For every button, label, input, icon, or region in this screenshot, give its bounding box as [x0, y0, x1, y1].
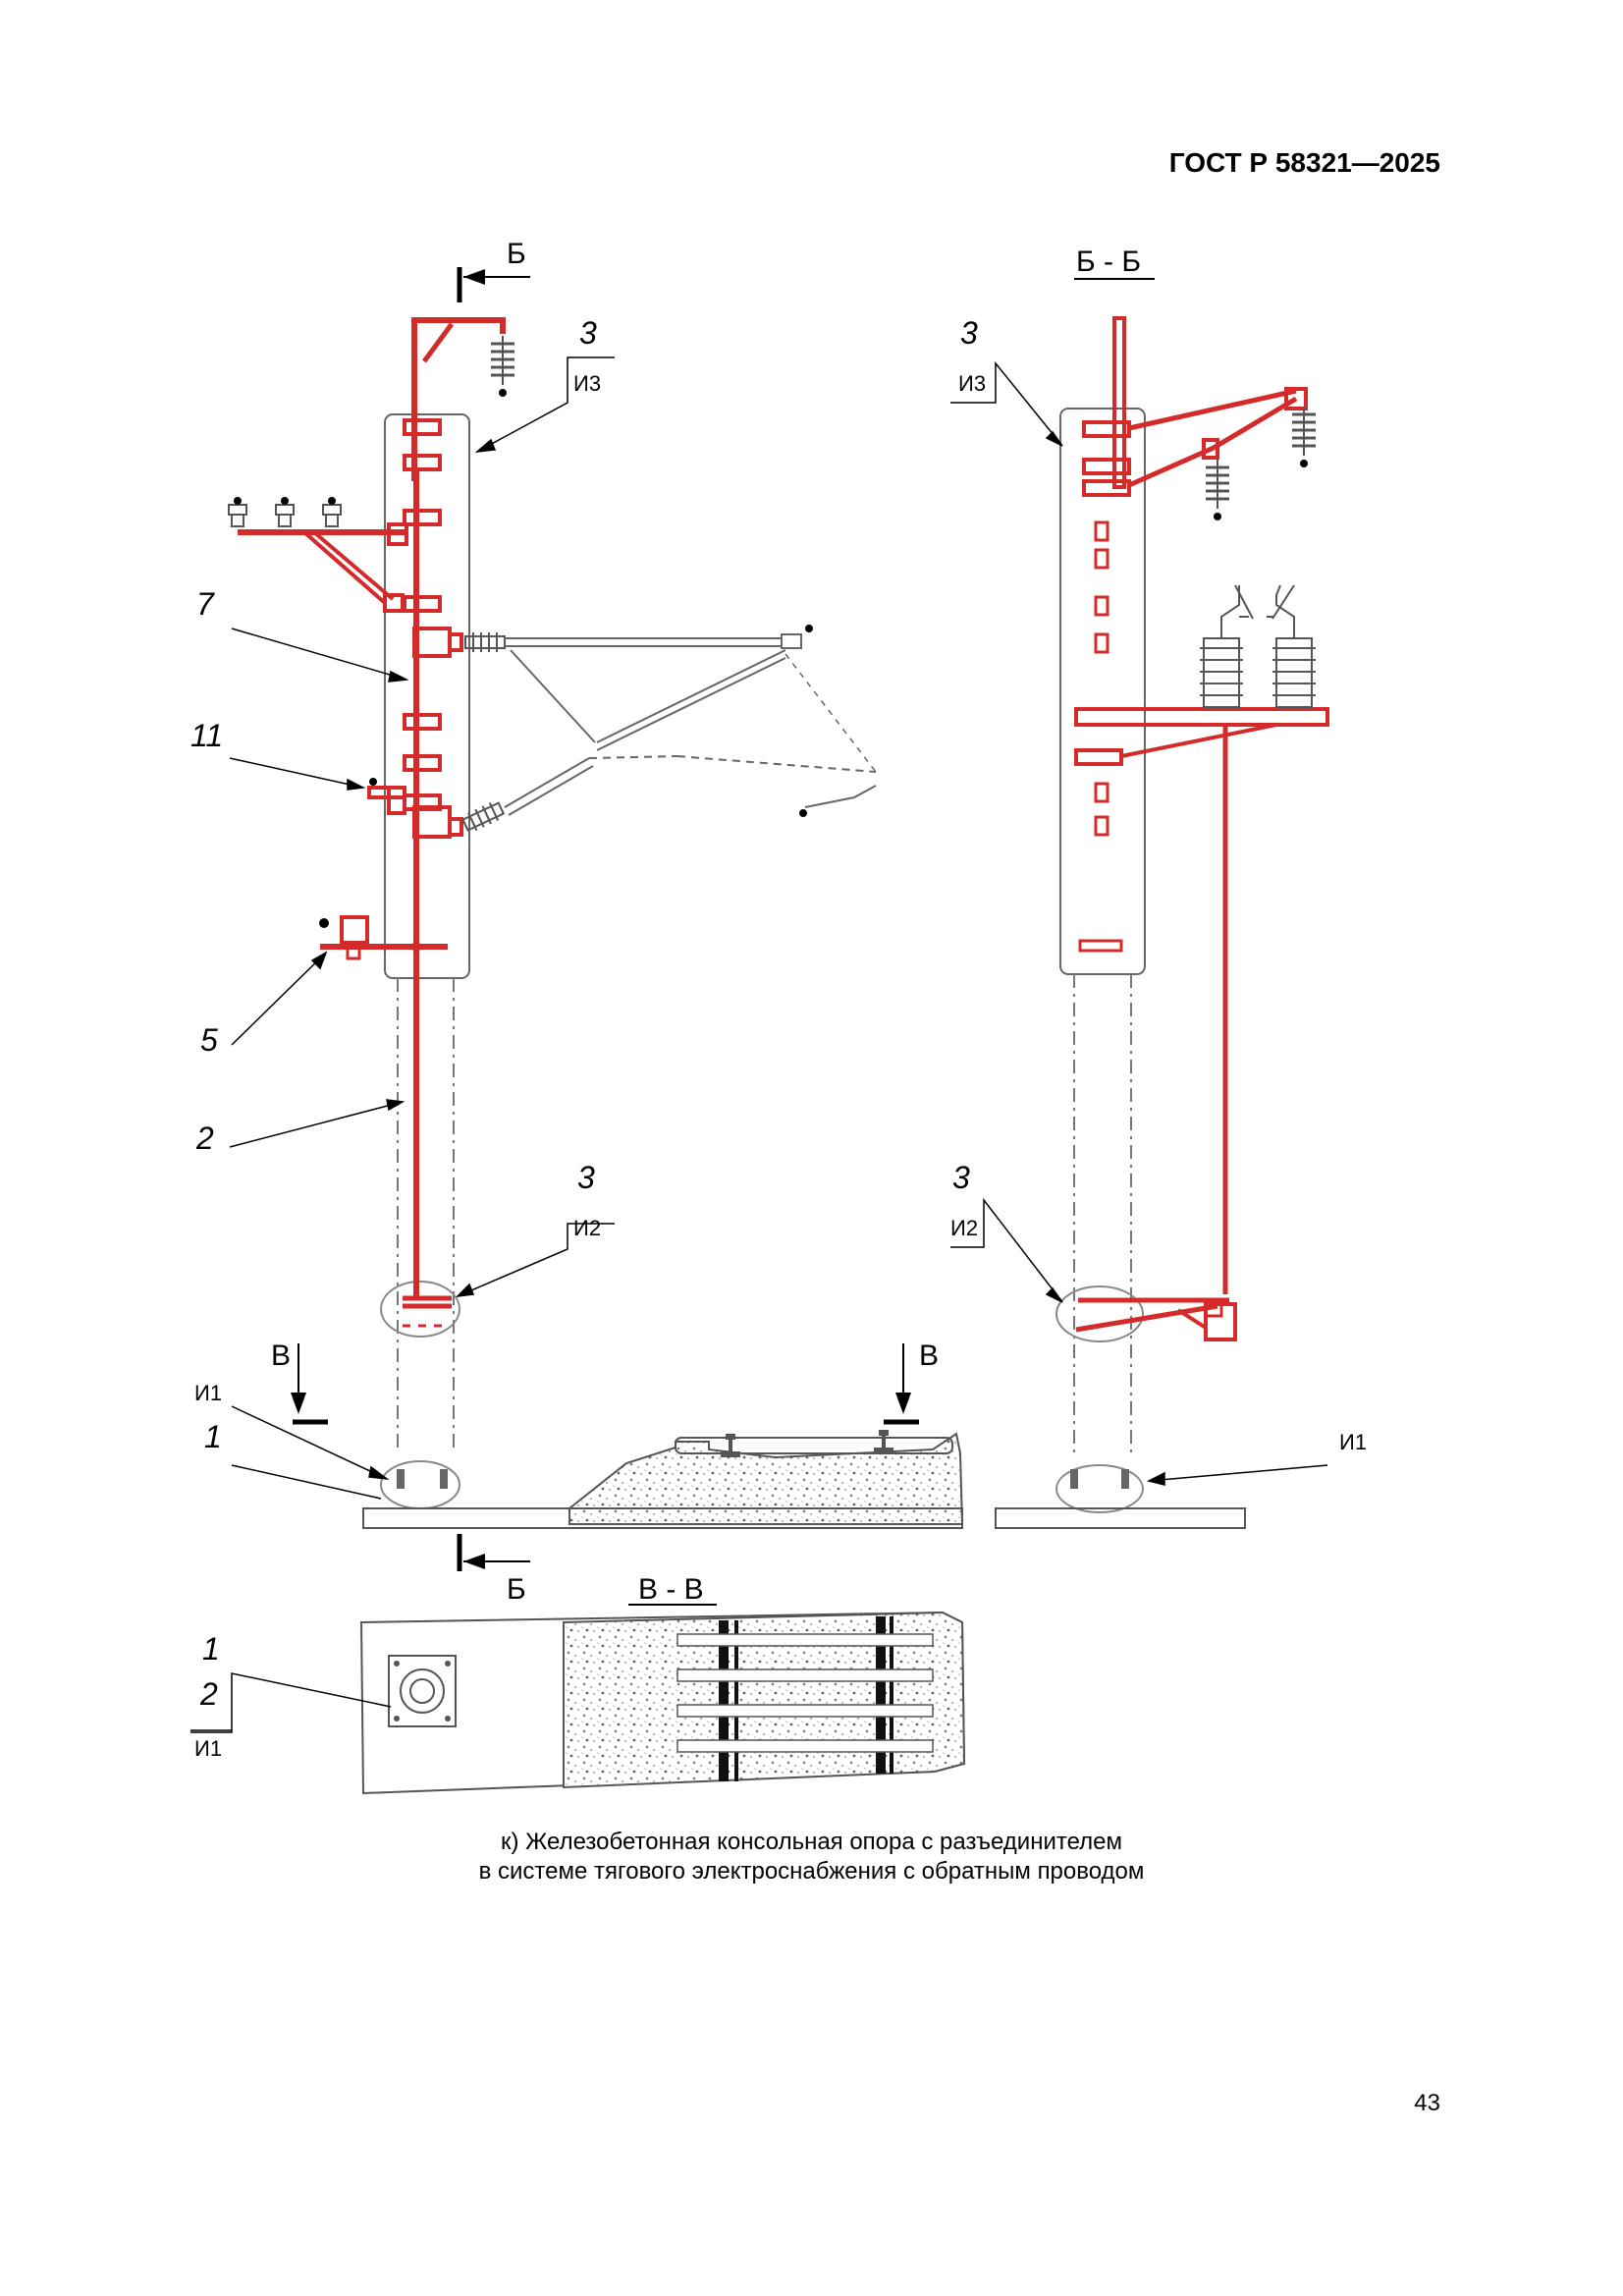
cut-marker-b-top: [457, 267, 530, 302]
callout-3-top-right: 3: [960, 315, 978, 351]
callout-2-plan: 2: [199, 1676, 218, 1712]
label-iz2-left: И2: [573, 1216, 601, 1240]
callout-3-top-left: 3: [579, 315, 597, 351]
label-iz2-right: И2: [950, 1216, 978, 1240]
document-standard-number: ГОСТ Р 58321—2025: [1168, 147, 1440, 178]
label-iz1-left: И1: [194, 1381, 222, 1405]
callout-1-left: 1: [204, 1419, 222, 1454]
leader-lines-left: [229, 356, 615, 1500]
figure-caption-line-1: к) Железобетонная консольная опора с раз…: [501, 1829, 1122, 1855]
callout-3-bottom-right: 3: [952, 1160, 970, 1195]
section-title-vv: В - В: [638, 1573, 704, 1606]
track-bed-profile: [362, 1430, 964, 1529]
figure-caption-line-2: в системе тягового электроснабжения с об…: [478, 1858, 1145, 1885]
callout-11: 11: [190, 718, 223, 753]
label-cut-b-bottom: Б: [507, 1573, 526, 1606]
cut-marker-b-bottom: [457, 1534, 530, 1571]
plan-view-track: [190, 1604, 966, 1795]
callout-2: 2: [195, 1121, 214, 1156]
callout-3-bottom-left: 3: [577, 1160, 595, 1195]
label-cut-b-top: Б: [507, 238, 526, 270]
front-view-pole: [228, 317, 877, 1509]
callout-5: 5: [200, 1022, 218, 1058]
page-number: 43: [1414, 2090, 1440, 2116]
leader-lines-right: [950, 360, 1328, 1486]
callout-1-plan: 1: [202, 1631, 220, 1667]
label-iz1-right: И1: [1339, 1430, 1367, 1454]
cut-marker-v-right: [884, 1343, 919, 1425]
label-iz3-left: И3: [573, 371, 601, 396]
label-iz3-right: И3: [958, 371, 986, 396]
label-cut-v-left: В: [271, 1339, 291, 1372]
side-view-pole: [995, 316, 1329, 1529]
callout-7: 7: [196, 586, 215, 622]
label-cut-v-right: В: [919, 1339, 939, 1372]
label-iz1-plan: И1: [194, 1736, 222, 1761]
section-title-bb: Б - Б: [1076, 246, 1141, 278]
cut-marker-v-left: [291, 1343, 328, 1425]
